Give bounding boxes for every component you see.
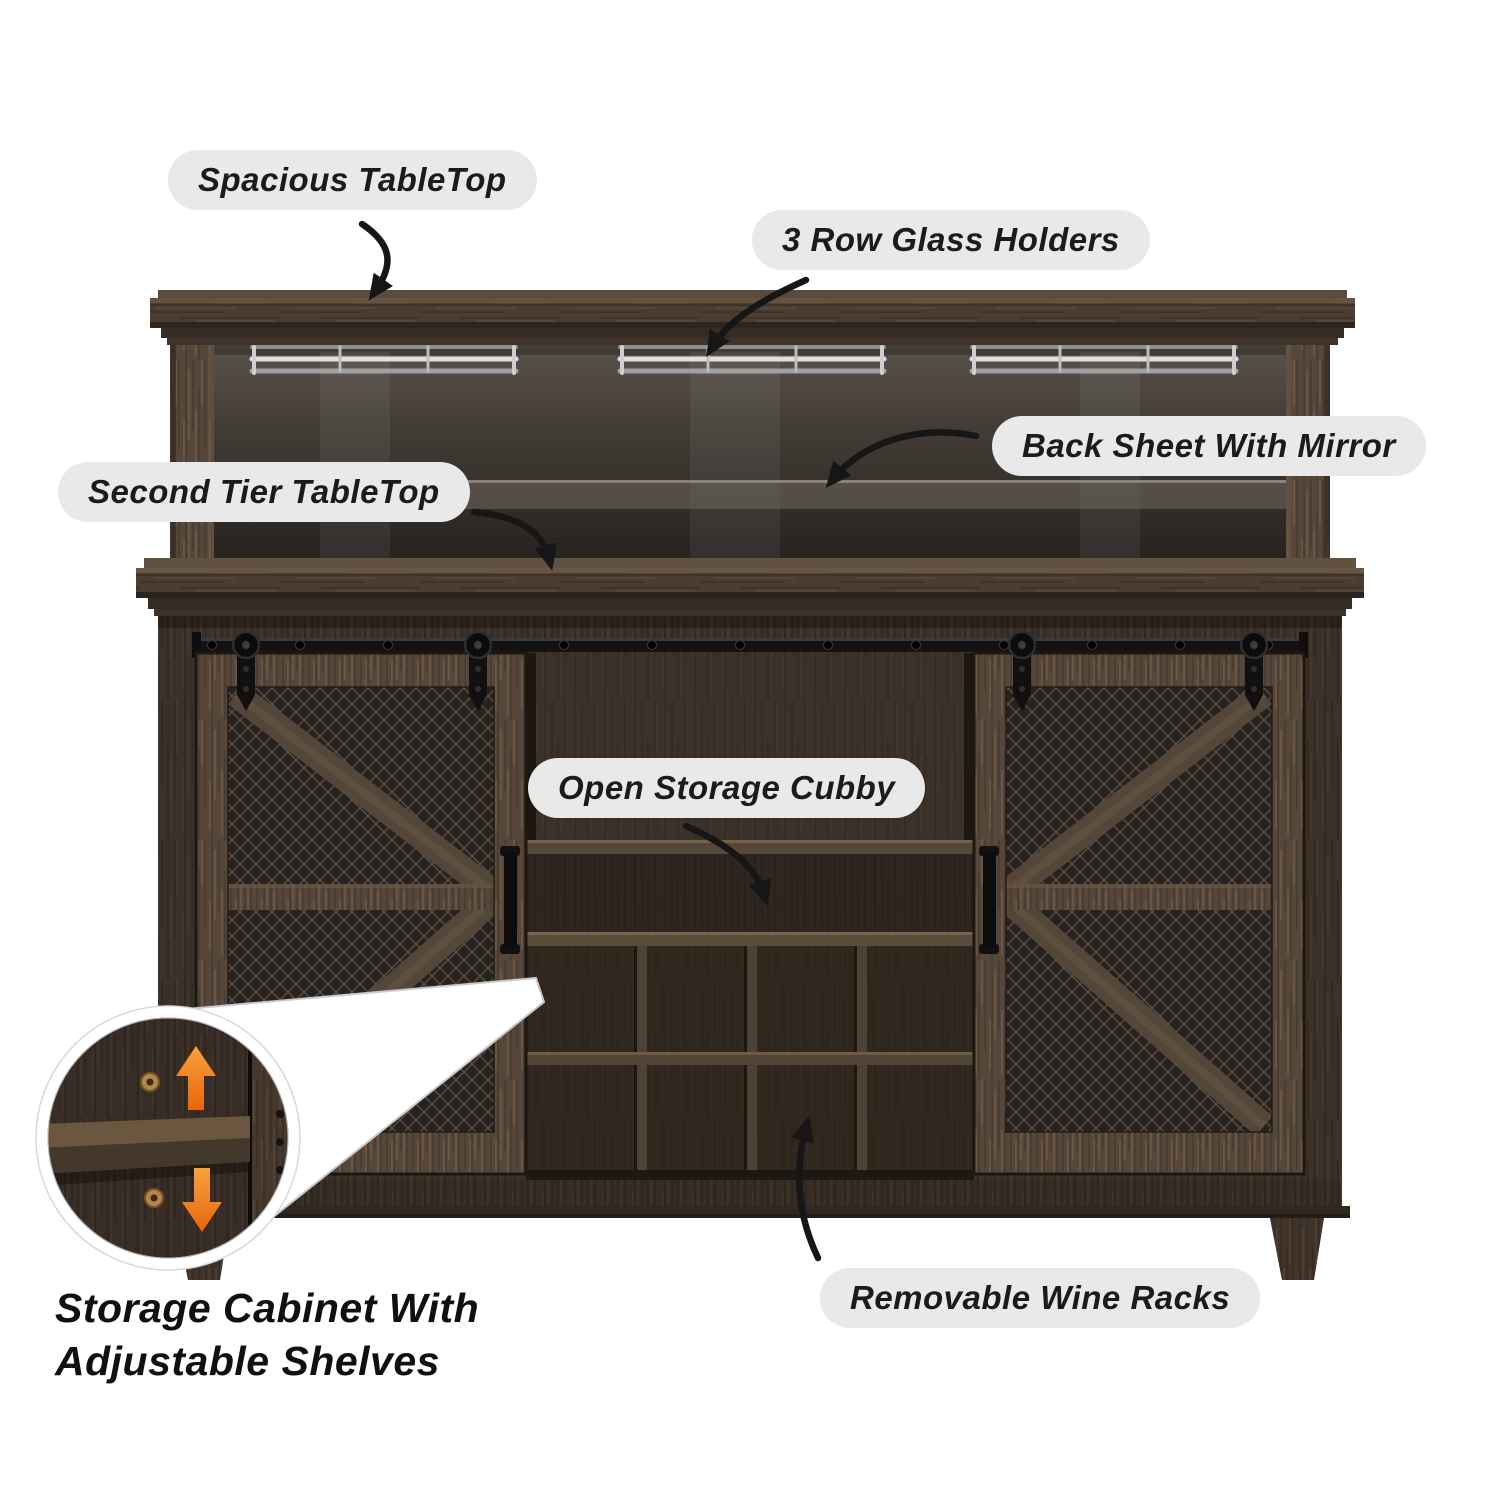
arrow-open-cubby: [682, 822, 772, 907]
down-arrow-icon: [182, 1168, 222, 1232]
callout-spacious-tabletop: Spacious TableTop: [168, 150, 537, 210]
callout-arrows: [358, 220, 980, 1262]
callout-open-cubby: Open Storage Cubby: [528, 758, 926, 818]
callout-back-sheet: Back Sheet With Mirror: [992, 416, 1426, 476]
callout-adjustable-shelves: Storage Cabinet With Adjustable Shelves: [55, 1285, 480, 1385]
right-sliding-door[interactable]: [972, 651, 1306, 1176]
arrow-spacious-tabletop: [358, 220, 394, 301]
adjustable-shelf-inset: [35, 976, 546, 1271]
base: [150, 1180, 1350, 1280]
arrow-second-tier: [470, 508, 558, 571]
open-storage-cubby: [526, 840, 974, 946]
up-arrow-icon: [176, 1046, 216, 1110]
wine-racks: [526, 946, 974, 1180]
arrow-glass-holders: [706, 276, 810, 358]
center-compartments: [526, 653, 974, 1180]
shelf-pins: [140, 1072, 164, 1208]
right-foot: [1270, 1218, 1324, 1280]
right-door-handle[interactable]: [979, 846, 999, 954]
left-door-handle[interactable]: [500, 846, 520, 954]
top-tabletop: [150, 290, 1355, 345]
callout-glass-holders: 3 Row Glass Holders: [752, 210, 1150, 270]
second-tier-tabletop: [136, 558, 1364, 616]
callout-wine-racks: Removable Wine Racks: [820, 1268, 1261, 1328]
arrow-back-sheet: [825, 429, 980, 489]
arrow-wine-racks: [791, 1115, 822, 1262]
callout-second-tier: Second Tier TableTop: [58, 462, 470, 522]
